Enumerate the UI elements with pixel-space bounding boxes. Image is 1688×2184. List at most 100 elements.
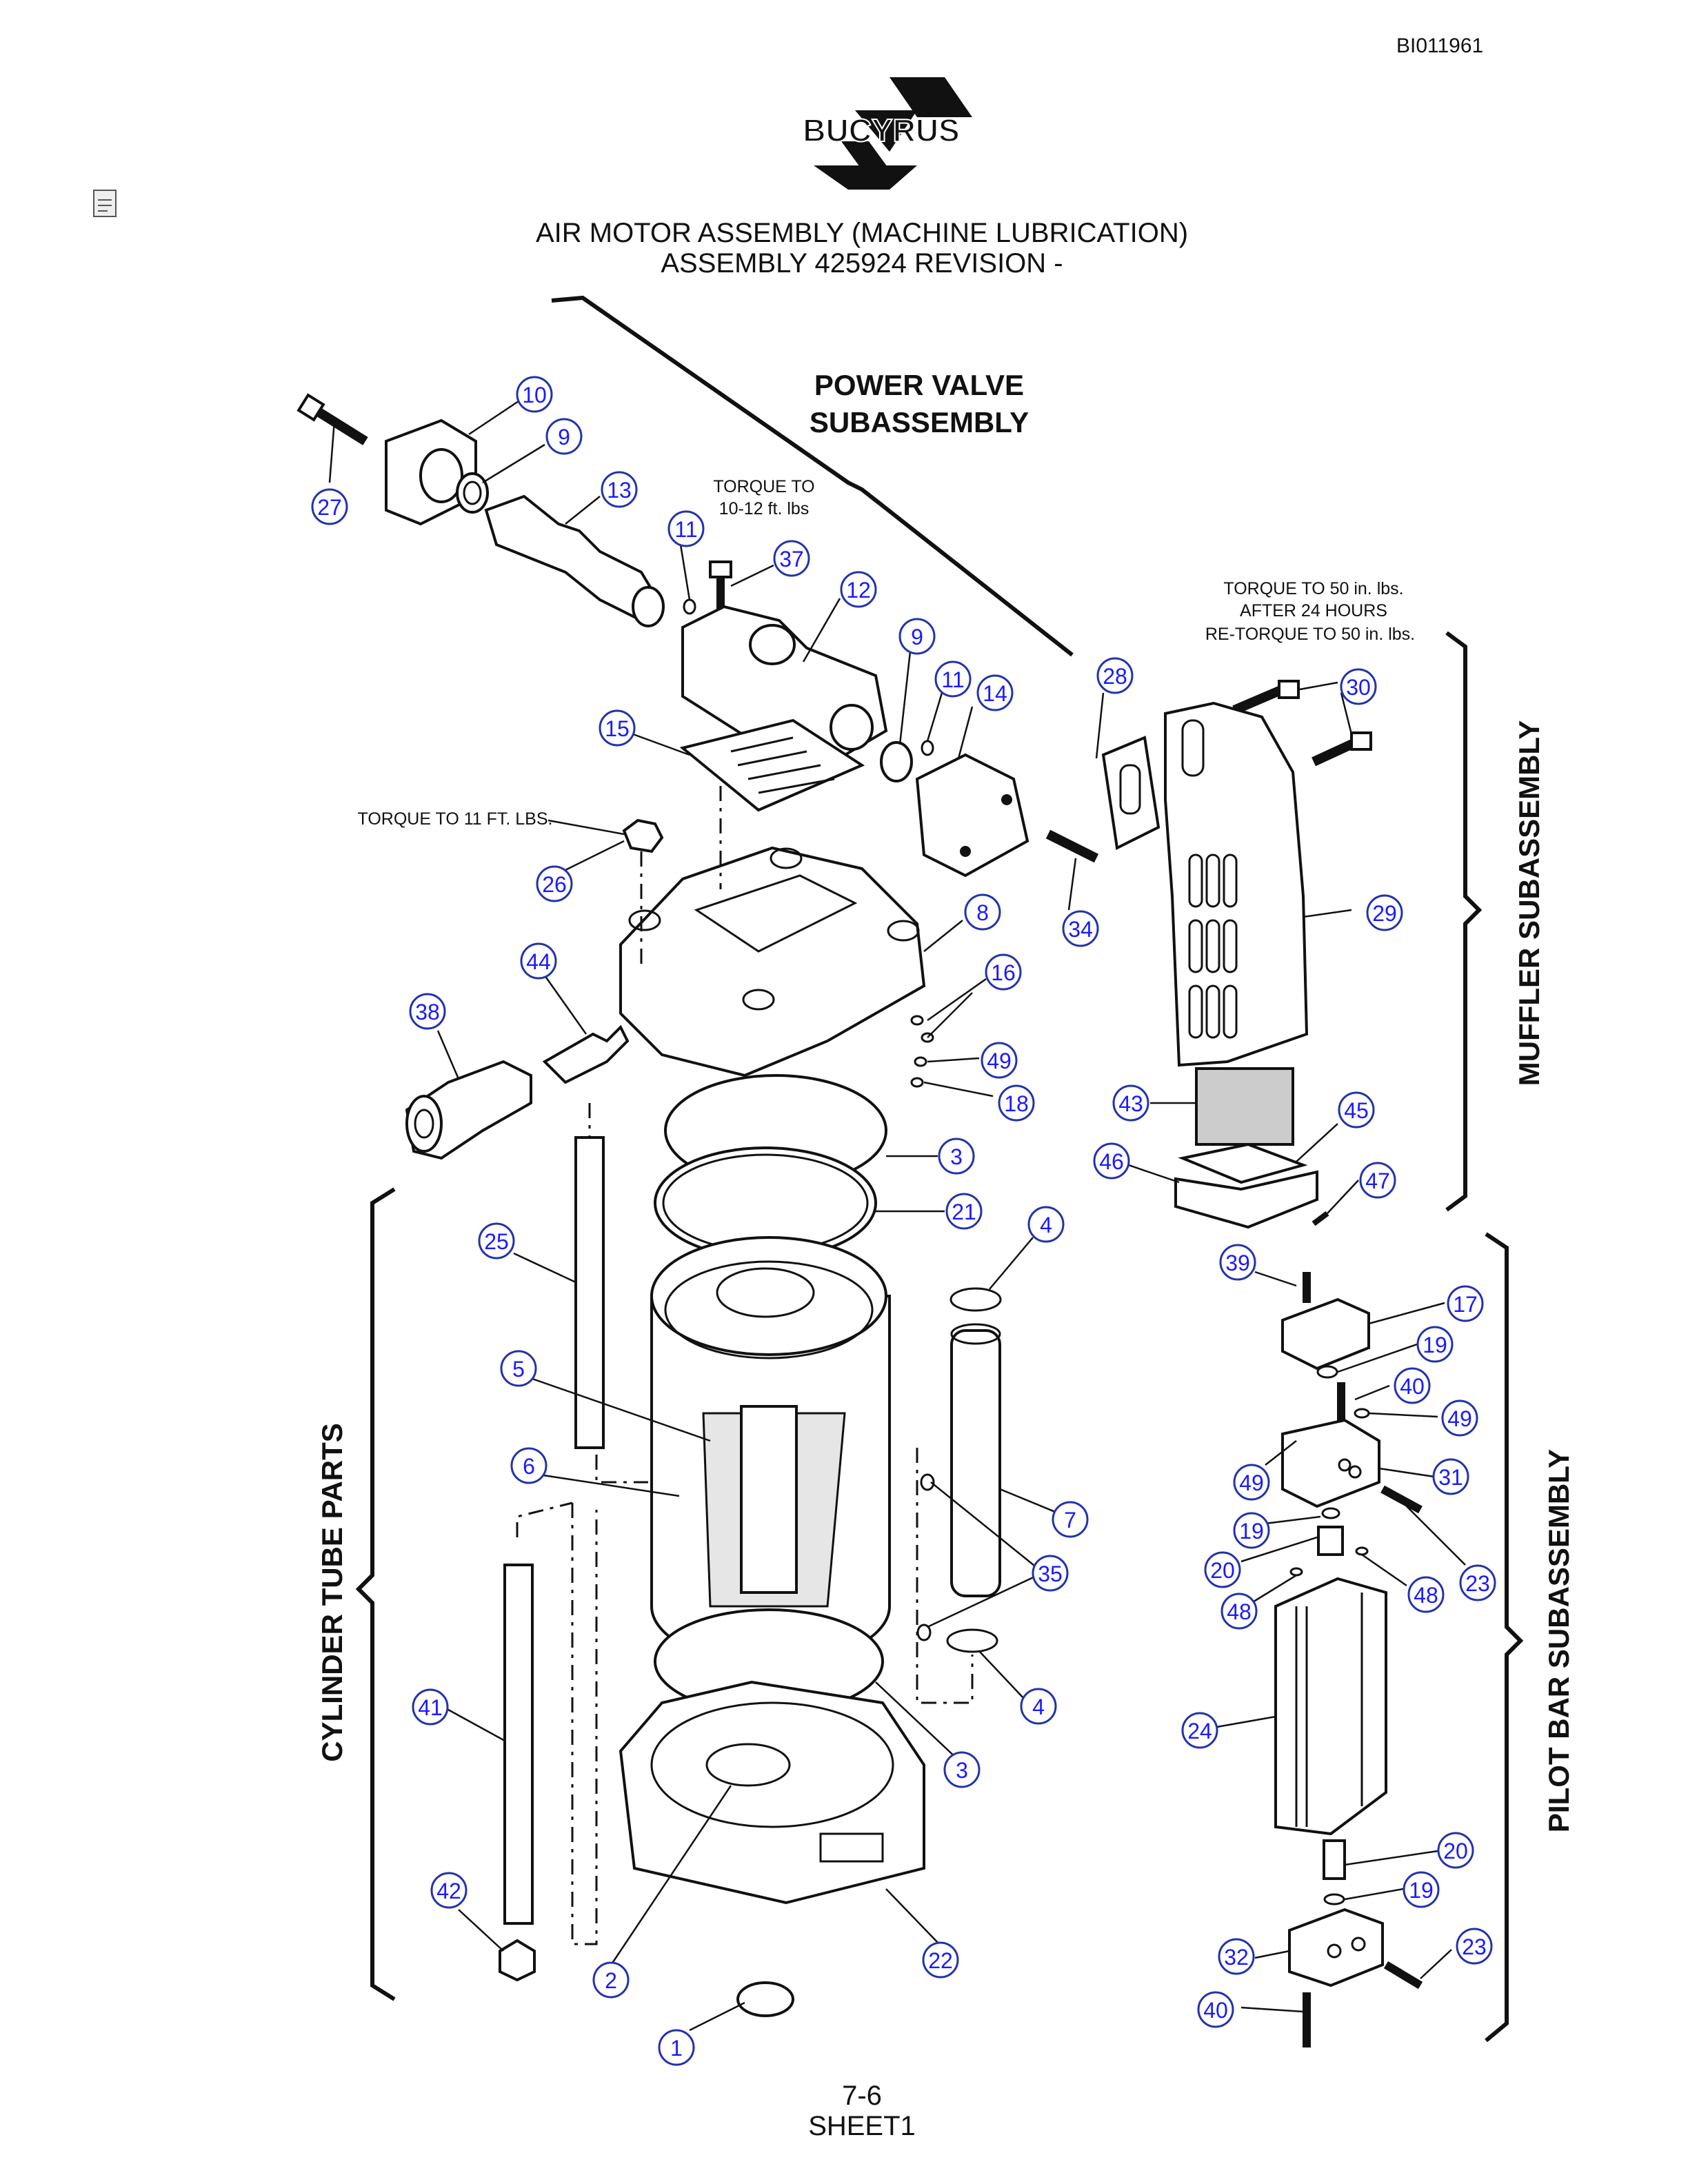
callout-label: 15: [605, 716, 630, 741]
callout-3: 3: [943, 1751, 981, 1788]
callout-label: 41: [418, 1695, 443, 1720]
callout-circle: [311, 488, 348, 525]
callout-4: 4: [1027, 1206, 1065, 1243]
callout-circle: [520, 942, 557, 980]
callout-11: 11: [934, 660, 972, 698]
torque-note-c-line1: TORQUE TO 50 in. lbs.: [1223, 579, 1403, 598]
callout-18: 18: [998, 1084, 1035, 1122]
callout-circle: [934, 660, 972, 698]
callout-19: 19: [1403, 1871, 1440, 1908]
cylinder-heading: CYLINDER TUBE PARTS: [316, 1423, 348, 1762]
power-valve-parts: [297, 393, 1099, 1160]
callout-circle: [1403, 1871, 1440, 1908]
callout-label: 4: [1032, 1695, 1045, 1719]
callout-circle: [1032, 1555, 1069, 1592]
callout-26: 26: [536, 865, 573, 902]
callout-label: 9: [911, 625, 923, 649]
callout-label: 6: [523, 1454, 535, 1479]
bucyrus-logo: BUCYRUS: [802, 77, 972, 190]
document-icon[interactable]: [93, 190, 117, 217]
callout-circle: [1233, 1464, 1270, 1501]
pilot-bar-heading: PILOT BAR SUBASSEMBLY: [1543, 1449, 1575, 1832]
callout-label: 47: [1365, 1169, 1390, 1193]
callout-label: 23: [1462, 1934, 1487, 1959]
callout-label: 39: [1225, 1251, 1250, 1275]
callout-circle: [1027, 1206, 1065, 1243]
callout-40: 40: [1197, 1991, 1234, 2028]
callout-label: 25: [484, 1229, 509, 1254]
callout-13: 13: [601, 471, 638, 508]
callout-label: 3: [950, 1144, 963, 1169]
title-line-2: ASSEMBLY 425924 REVISION -: [661, 248, 1063, 279]
callout-47: 47: [1359, 1162, 1396, 1199]
callout-circle: [1432, 1458, 1469, 1495]
callout-label: 28: [1103, 664, 1127, 689]
page-number: 7-6: [842, 2081, 882, 2111]
cylinder-parts: [499, 786, 1002, 2017]
callout-28: 28: [1096, 657, 1134, 694]
callout-7: 7: [1052, 1501, 1089, 1538]
leader-lines: [328, 397, 1466, 2032]
document-id: BI011961: [1396, 34, 1484, 57]
pilot-bar-brace: [1485, 1232, 1524, 2043]
callout-circle: [1218, 1938, 1255, 1975]
callout-34: 34: [1062, 910, 1099, 947]
callout-21: 21: [945, 1193, 983, 1230]
callout-circle: [1219, 1244, 1256, 1281]
callout-label: 46: [1099, 1149, 1124, 1174]
callout-9: 9: [545, 418, 583, 455]
callout-24: 24: [1181, 1712, 1218, 1749]
callout-label: 5: [512, 1357, 525, 1382]
callout-32: 32: [1218, 1938, 1255, 1975]
callout-label: 19: [1423, 1333, 1447, 1357]
callout-6: 6: [510, 1447, 547, 1484]
callout-12: 12: [840, 571, 877, 608]
title-line-1: AIR MOTOR ASSEMBLY (MACHINE LUBRICATION): [535, 218, 1189, 248]
callout-label: 27: [317, 495, 342, 520]
callout-41: 41: [412, 1688, 449, 1726]
callout-9: 9: [898, 618, 936, 655]
callout-circle: [981, 1042, 1018, 1079]
callout-label: 19: [1409, 1878, 1434, 1903]
callout-circle: [545, 418, 583, 455]
callout-label: 10: [522, 383, 547, 407]
callout-circle: [773, 540, 810, 577]
callout-label: 17: [1453, 1292, 1478, 1317]
callout-label: 31: [1438, 1465, 1463, 1490]
callout-23: 23: [1459, 1564, 1496, 1601]
callout-label: 34: [1068, 917, 1093, 942]
callout-label: 40: [1203, 1998, 1228, 2023]
cylinder-brace: [355, 1187, 396, 2001]
callout-circle: [409, 993, 446, 1030]
callout-label: 44: [526, 949, 551, 974]
sheet-label: SHEET1: [808, 2111, 916, 2141]
callout-label: 40: [1400, 1374, 1425, 1399]
callout-label: 32: [1224, 1945, 1249, 1970]
callout-label: 26: [542, 872, 567, 897]
callout-circle: [478, 1222, 515, 1260]
callout-49: 49: [1233, 1464, 1270, 1501]
callout-label: 49: [1239, 1470, 1264, 1495]
callout-label: 42: [436, 1879, 461, 1903]
callout-circle: [998, 1084, 1035, 1122]
torque-note-c-line2: AFTER 24 HOURS: [1240, 601, 1387, 620]
power-valve-heading-1: POWER VALVE: [814, 369, 1024, 401]
callout-circle: [1459, 1564, 1496, 1601]
callout-label: 8: [976, 900, 989, 925]
callout-40: 40: [1394, 1367, 1431, 1404]
callout-circle: [1197, 1991, 1234, 2028]
callout-circle: [536, 865, 573, 902]
callout-48: 48: [1407, 1576, 1445, 1613]
callout-circle: [1416, 1326, 1454, 1363]
callout-circle: [1437, 1832, 1474, 1869]
callout-20: 20: [1437, 1832, 1474, 1869]
callout-circle: [985, 953, 1022, 991]
callout-label: 38: [415, 1000, 440, 1024]
callout-49: 49: [981, 1042, 1018, 1079]
callout-label: 19: [1239, 1519, 1264, 1544]
callout-circle: [898, 618, 936, 655]
callout-39: 39: [1219, 1244, 1256, 1281]
torque-note-b: TORQUE TO 11 FT. LBS.: [358, 809, 553, 829]
callout-circle: [516, 376, 553, 413]
callout-circle: [1062, 910, 1099, 947]
